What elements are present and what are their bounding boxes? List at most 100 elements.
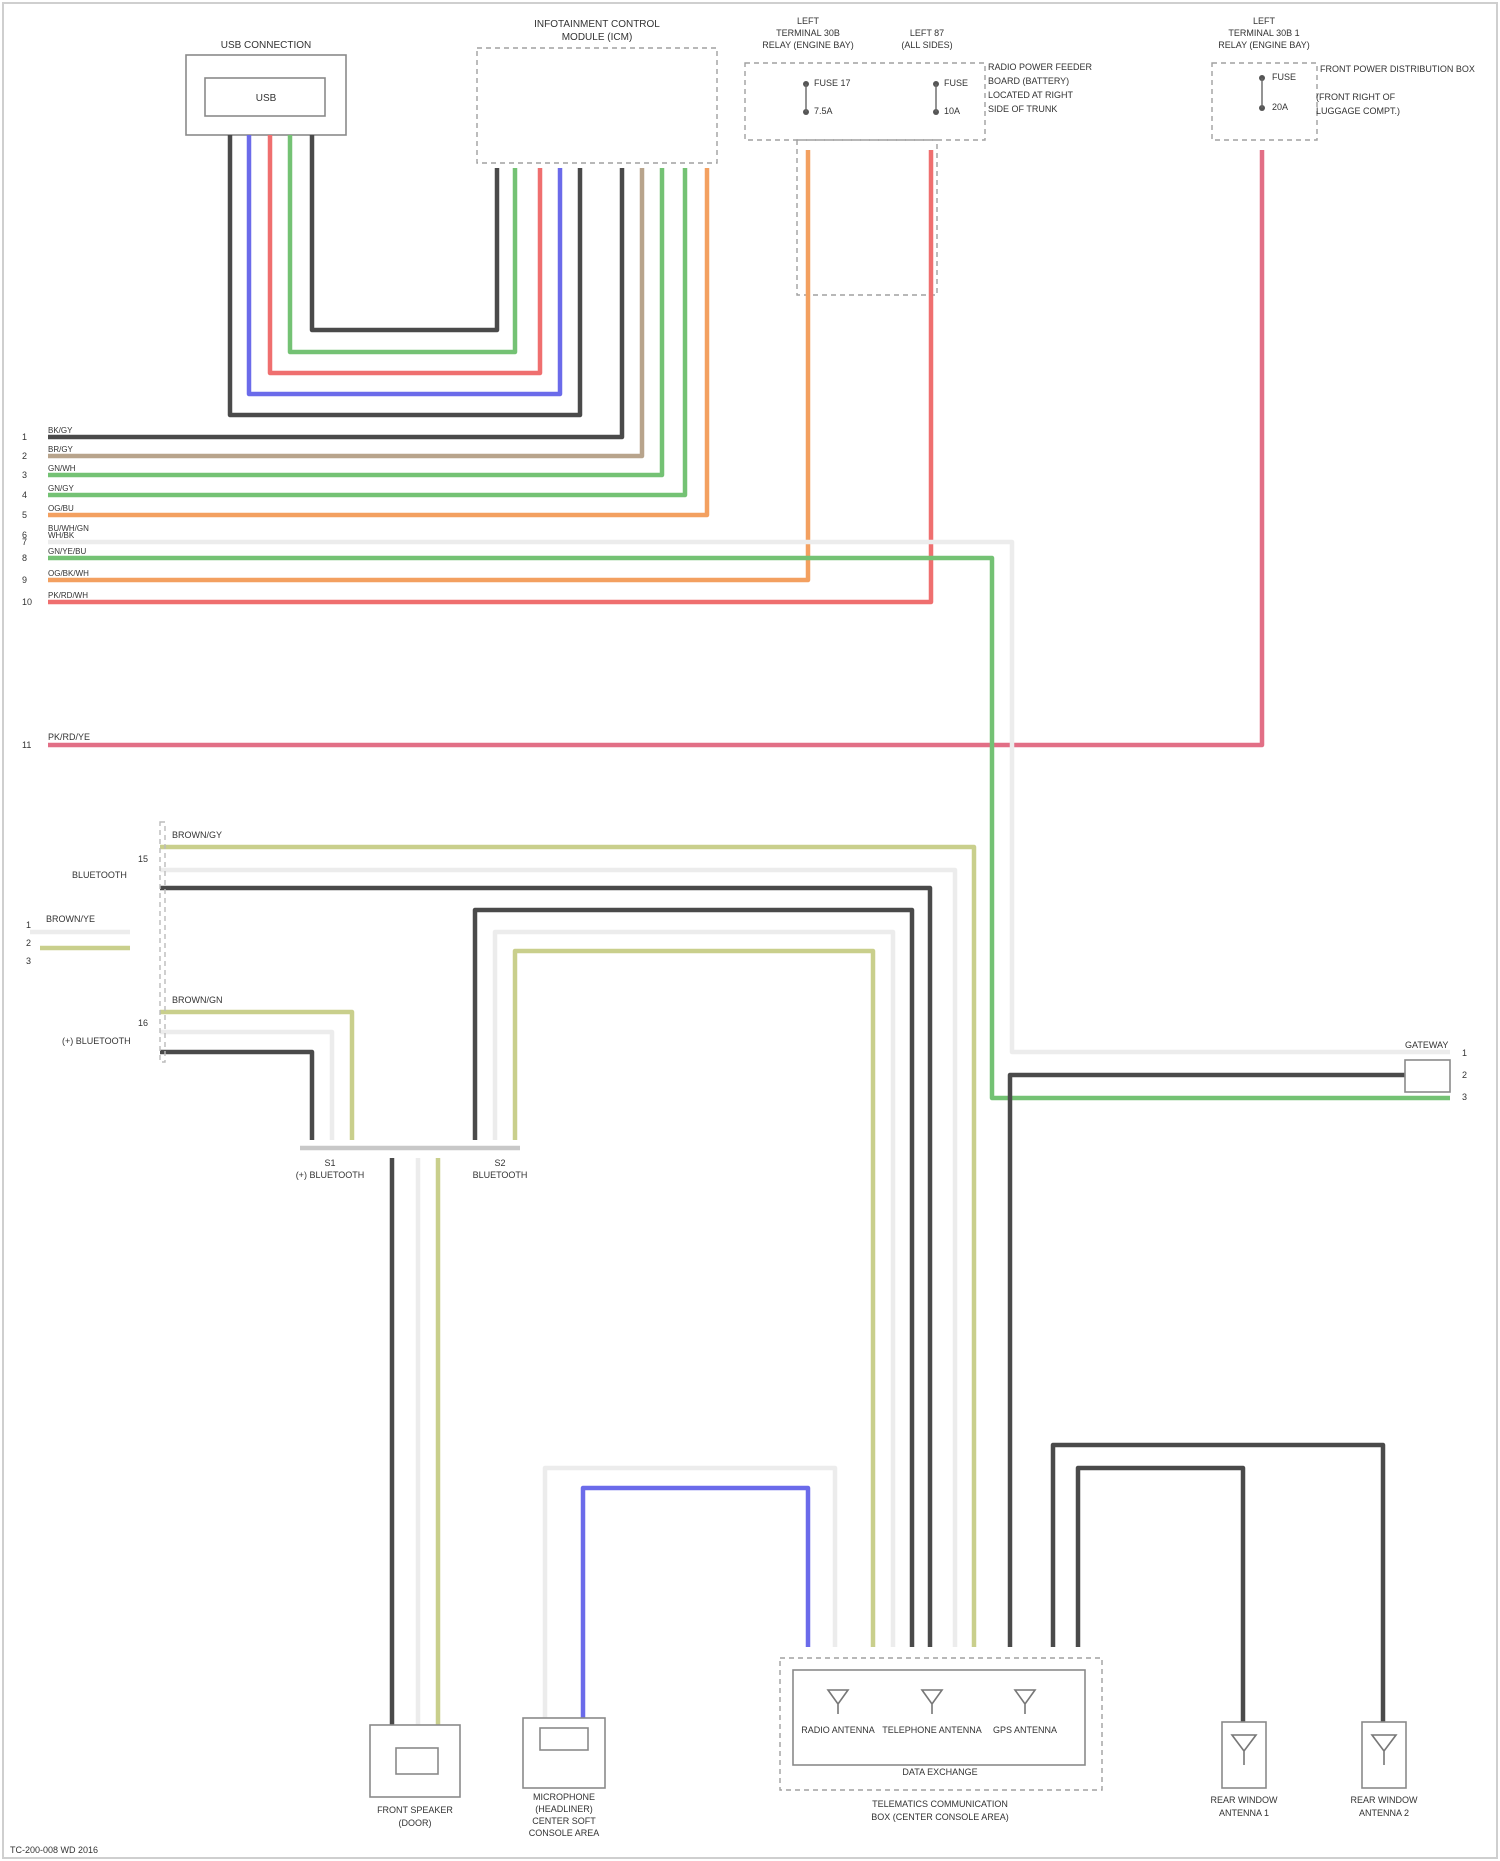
bt-group-2-pin-a: 1	[26, 920, 31, 930]
front-speaker-title-2: (DOOR)	[399, 1818, 432, 1828]
bt-group-1-pin: 15	[138, 854, 148, 864]
bt-group-2-pin-c: 3	[26, 956, 31, 966]
fuse-left-2-note-1: RADIO POWER FEEDER	[988, 62, 1093, 72]
gateway-pin-2: 2	[1462, 1070, 1467, 1080]
fuse-right-name: FUSE	[1272, 72, 1296, 82]
fuse-left-1-title-2: TERMINAL 30B	[776, 28, 840, 38]
fuse-left-2-title-2: (ALL SIDES)	[901, 40, 952, 50]
gateway-connector: GATEWAY 1 2 3	[1405, 1040, 1467, 1102]
left-wire-code: GN/WH	[48, 464, 76, 473]
fused-feed-pin: 11	[22, 740, 31, 750]
fuse-left-2-note-4: SIDE OF TRUNK	[988, 104, 1057, 114]
antenna-label-gps: GPS ANTENNA	[993, 1725, 1057, 1735]
microphone-title-3: CENTER SOFT	[532, 1816, 596, 1826]
fuse-left-1-rating: 7.5A	[814, 106, 833, 116]
gateway-pin-1: 1	[1462, 1048, 1467, 1058]
wire-usb-gray	[312, 135, 497, 330]
gateway-pin-3: 3	[1462, 1092, 1467, 1102]
front-speaker: FRONT SPEAKER (DOOR)	[370, 1725, 460, 1828]
fuse-right-title-2: TERMINAL 30B 1	[1228, 28, 1299, 38]
fuse-left-2-note-3: LOCATED AT RIGHT	[988, 90, 1074, 100]
rear-window-antenna-2: REAR WINDOW ANTENNA 2	[1351, 1722, 1419, 1818]
wire-data-white	[48, 542, 1450, 1052]
microphone-title-1: MICROPHONE	[533, 1792, 595, 1802]
bt-group-3-sub: (+) BLUETOOTH	[62, 1036, 131, 1046]
left-wire-code: BK/GY	[48, 426, 73, 435]
splice-right-sub: BLUETOOTH	[473, 1170, 528, 1180]
fuse-right-note-3: LUGGAGE COMPT.)	[1316, 106, 1400, 116]
fuse-box-left: LEFT TERMINAL 30B RELAY (ENGINE BAY) FUS…	[745, 16, 1093, 295]
left-wire-pin: 9	[22, 575, 27, 585]
wire-bt-16b	[160, 1032, 332, 1140]
bt-group-2-pin-b: 2	[26, 938, 31, 948]
antenna-b-title-1: REAR WINDOW	[1351, 1795, 1419, 1805]
antenna-a-title-2: ANTENNA 1	[1219, 1808, 1269, 1818]
bt-group-3-header: BROWN/GN	[172, 995, 223, 1005]
splice-right-label: S2	[494, 1158, 505, 1168]
usb-connection-inner-label: USB	[256, 93, 277, 104]
wire-antenna-a	[1078, 1468, 1243, 1722]
fuse-right-title-1: LEFT	[1253, 16, 1276, 26]
infotainment-control-module: INFOTAINMENT CONTROL MODULE (ICM)	[477, 19, 717, 163]
fuse-left-2-name: FUSE	[944, 78, 968, 88]
bt-group-3-pin: 16	[138, 1018, 148, 1028]
fuse-left-1-title-1: LEFT	[797, 16, 820, 26]
antenna-a-title-1: REAR WINDOW	[1211, 1795, 1279, 1805]
wire-mic-white	[545, 1468, 835, 1718]
splice-left-label: S1	[324, 1158, 335, 1168]
wire-bt-splice-yg	[515, 951, 873, 1647]
usb-connection-title: USB CONNECTION	[221, 40, 312, 51]
fuse-right-note-2: (FRONT RIGHT OF	[1316, 92, 1396, 102]
left-wire-code: PK/RD/WH	[48, 591, 88, 600]
left-wire-pin: 8	[22, 553, 27, 563]
fuse-box-right: LEFT TERMINAL 30B 1 RELAY (ENGINE BAY) F…	[1212, 16, 1475, 140]
left-wire-pin: 7	[22, 537, 27, 547]
wire-bt-16c	[160, 1052, 312, 1140]
wire-bt-splice-black	[475, 910, 912, 1647]
splice-left-sub: (+) BLUETOOTH	[296, 1170, 365, 1180]
fuse-right-title-3: RELAY (ENGINE BAY)	[1218, 40, 1310, 50]
left-wire-code: WH/BK	[48, 531, 75, 540]
wire-pin-5	[48, 168, 707, 515]
head-unit-subsection: DATA EXCHANGE	[902, 1767, 977, 1777]
left-wire-pin: 2	[22, 451, 27, 461]
fuse-right-note-1: FRONT POWER DISTRIBUTION BOX	[1320, 64, 1475, 74]
antenna-b-title-2: ANTENNA 2	[1359, 1808, 1409, 1818]
wires	[30, 135, 1450, 1725]
front-speaker-title-1: FRONT SPEAKER	[377, 1805, 453, 1815]
head-unit-title-1: TELEMATICS COMMUNICATION	[872, 1799, 1008, 1809]
bt-group-2-header: BROWN/YE	[46, 914, 95, 924]
bluetooth-group-labels: BROWN/GY 15 BLUETOOTH BROWN/YE 1 2 3 BRO…	[26, 822, 223, 1062]
fuse-left-1-title-3: RELAY (ENGINE BAY)	[762, 40, 854, 50]
infotainment-module-title-1: INFOTAINMENT CONTROL	[534, 19, 660, 30]
microphone-title-2: (HEADLINER)	[535, 1804, 593, 1814]
fused-feed-code: PK/RD/YE	[48, 732, 90, 742]
footer-code: TC-200-008 WD 2016	[10, 1845, 98, 1855]
antenna-label-radio: RADIO ANTENNA	[801, 1725, 875, 1735]
wire-fuse-left-2	[48, 150, 931, 602]
wire-bt-15a	[160, 847, 974, 1647]
wire-pin-1	[48, 168, 622, 437]
fuse-left-2-note-2: BOARD (BATTERY)	[988, 76, 1069, 86]
left-wire-pin: 3	[22, 470, 27, 480]
bt-group-1-header: BROWN/GY	[172, 830, 222, 840]
head-unit: DATA EXCHANGE RADIO ANTENNA TELEPHONE AN…	[780, 1658, 1102, 1822]
fuse-left-2-title-1: LEFT 87	[910, 28, 944, 38]
left-wire-code: GN/YE/BU	[48, 547, 86, 556]
rear-window-antenna-1: REAR WINDOW ANTENNA 1	[1211, 1722, 1279, 1818]
fuse-right-rating: 20A	[1272, 102, 1288, 112]
left-wire-pin: 5	[22, 510, 27, 520]
gateway-label: GATEWAY	[1405, 1040, 1448, 1050]
head-unit-title-2: BOX (CENTER CONSOLE AREA)	[871, 1812, 1009, 1822]
wire-data-green	[48, 558, 1450, 1098]
fuse-left-2-rating: 10A	[944, 106, 960, 116]
left-wire-code: OG/BU	[48, 504, 74, 513]
infotainment-module-title-2: MODULE (ICM)	[562, 32, 633, 43]
left-wire-code: BR/GY	[48, 445, 74, 454]
left-wire-pin: 4	[22, 490, 27, 500]
usb-connection: USB CONNECTION USB	[186, 40, 346, 135]
wire-pin-3	[48, 168, 662, 475]
left-wire-code: OG/BK/WH	[48, 569, 89, 578]
antenna-label-telephone: TELEPHONE ANTENNA	[882, 1725, 982, 1735]
